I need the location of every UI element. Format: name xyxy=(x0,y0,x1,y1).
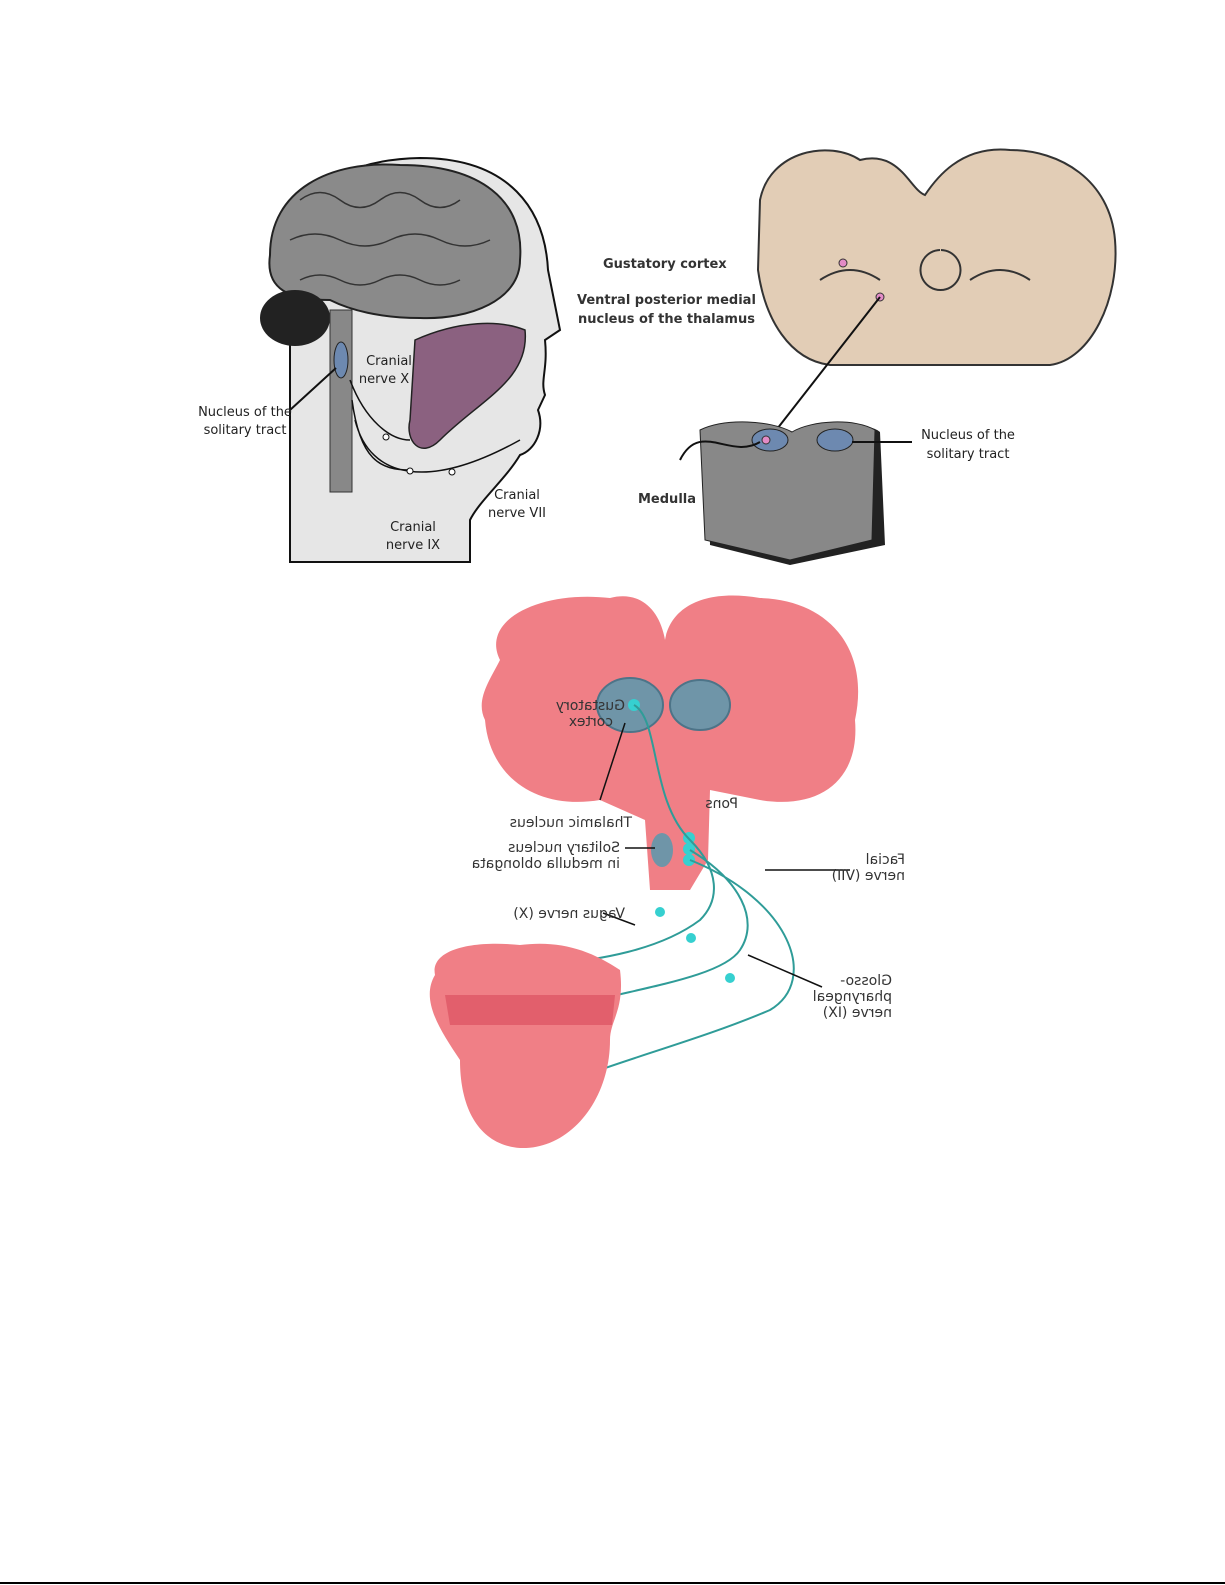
tongue xyxy=(429,943,622,1149)
label-glossopharyngeal-3: nerve (IX) xyxy=(823,1005,892,1021)
label-thalamic-nucleus: Thalamic nucleus xyxy=(510,815,633,831)
pointer-glosso xyxy=(747,954,823,988)
taste-buds-region xyxy=(445,995,615,1025)
page-bottom-rule xyxy=(0,1582,1225,1584)
label-pons: Pons xyxy=(705,796,738,812)
label-cranial-nerve-x-2: nerve X xyxy=(359,372,409,387)
label-nucleus-solitary-2: solitary tract xyxy=(204,423,287,438)
label-cranial-nerve-ix-2: nerve IX xyxy=(386,538,440,553)
coronal-brain-slice xyxy=(756,148,1117,366)
coronal-diagram: Gustatory cortex Ventral posterior media… xyxy=(577,148,1117,565)
solitary-nucleus xyxy=(333,341,349,379)
label-cranial-nerve-x: Cranial xyxy=(366,354,412,369)
ganglion-x xyxy=(382,433,390,441)
vagus-ganglion xyxy=(655,907,665,917)
label-nucleus-solitary: Nucleus of the xyxy=(198,405,292,420)
cerebellum xyxy=(260,290,330,346)
ganglion-vii xyxy=(448,468,456,476)
label-gustatory-cortex: Gustatory cortex xyxy=(603,257,727,272)
label-facial-nerve: Facial xyxy=(866,852,905,868)
label-solitary-nucleus: Solitary nucleus xyxy=(508,840,620,856)
pointer-vagus xyxy=(602,912,636,926)
label-nucleus-solitary-2: solitary tract xyxy=(927,447,1010,462)
brain-cerebrum xyxy=(268,163,522,320)
solitary-node-2 xyxy=(683,843,695,855)
afferent-fiber xyxy=(679,440,761,461)
label-nucleus-solitary: Nucleus of the xyxy=(921,428,1015,443)
head-diagram: Nucleus of the solitary tract Cranial ne… xyxy=(198,156,562,563)
label-glossopharyngeal-2: pharyngeal xyxy=(813,989,892,1005)
label-vpm: Ventral posterior medial xyxy=(577,293,756,308)
pointer-thalamic xyxy=(599,722,626,801)
label-cranial-nerve-vii: Cranial xyxy=(494,488,540,503)
tongue xyxy=(408,322,526,449)
brain-gyri xyxy=(289,191,491,286)
label-medulla: Medulla xyxy=(638,492,696,507)
label-cranial-nerve-vii-2: nerve VII xyxy=(488,506,546,521)
medulla xyxy=(699,421,876,561)
thalamic-nucleus-right xyxy=(669,679,731,731)
medulla-nucleus-right xyxy=(816,428,854,452)
slice-structures xyxy=(819,249,1031,291)
label-facial-nerve-2: nerve (VII) xyxy=(832,868,905,884)
solitary-nucleus xyxy=(651,833,673,867)
mirrored-labels: Gustatory cortex Thalamic nucleus Pons S… xyxy=(472,698,905,1021)
medulla-dot xyxy=(761,435,771,445)
ganglion-ix xyxy=(406,467,414,475)
label-solitary-nucleus-2: in medulla oblongata xyxy=(472,856,620,872)
gustatory-cortex-dot xyxy=(838,258,848,268)
pointer-arrow xyxy=(289,367,337,411)
facial-ganglion xyxy=(725,973,735,983)
glosso-ganglion xyxy=(686,933,696,943)
label-gustatory-cortex-2: cortex xyxy=(569,714,613,730)
label-vagus-nerve: Vagus nerve (X) xyxy=(513,906,625,922)
solitary-node-3 xyxy=(683,854,695,866)
pathway-line xyxy=(769,296,881,439)
brain-pink xyxy=(481,595,859,890)
brainstem xyxy=(329,309,353,493)
label-gustatory-cortex: Gustatory xyxy=(556,698,625,714)
tongue-diagram: Gustatory cortex Thalamic nucleus Pons S… xyxy=(429,595,905,1149)
label-vpm-2: nucleus of the thalamus xyxy=(578,312,755,327)
label-glossopharyngeal: Glosso- xyxy=(840,973,892,989)
label-cranial-nerve-ix: Cranial xyxy=(390,520,436,535)
